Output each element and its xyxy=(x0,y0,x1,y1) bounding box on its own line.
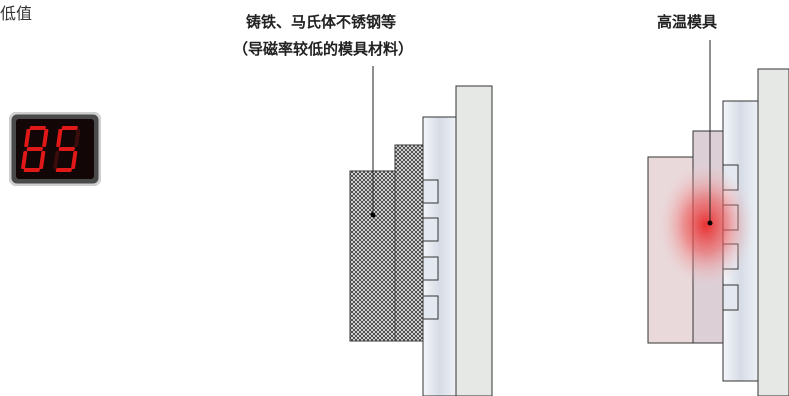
segment-d xyxy=(23,168,40,172)
right-diagram-caption: 高温模具 xyxy=(657,13,718,31)
right-machine-platen xyxy=(757,68,789,396)
segment-a xyxy=(29,126,46,130)
coil-block xyxy=(422,256,439,281)
segment-e xyxy=(53,151,60,169)
segment-e xyxy=(21,151,28,169)
right-diagram xyxy=(647,40,789,396)
segment-c xyxy=(71,151,78,169)
segment-b xyxy=(42,129,49,147)
low-value-label: 低值 xyxy=(0,4,33,23)
segment-f xyxy=(56,129,63,147)
segment-a xyxy=(61,126,78,130)
segment-f xyxy=(24,129,31,147)
digit-five xyxy=(53,126,81,172)
segment-g xyxy=(26,147,43,151)
coil-block xyxy=(722,284,739,311)
coil-block xyxy=(422,217,439,242)
left-machine-platen xyxy=(455,85,493,396)
digit-eight xyxy=(21,126,49,172)
left-diagram-caption-line2: （导磁率较低的模具材料） xyxy=(233,40,414,58)
left-coil-blocks xyxy=(422,179,439,320)
heat-glow xyxy=(658,163,754,287)
coil-block xyxy=(422,295,439,320)
left-diagram-caption-line1: 铸铁、马氏体不锈钢等 xyxy=(246,13,397,31)
seven-segment-display xyxy=(9,112,101,186)
segment-b xyxy=(74,129,81,147)
left-mold-plate-inner xyxy=(394,144,424,342)
segment-c xyxy=(39,151,46,169)
left-diagram xyxy=(349,66,493,396)
segment-d xyxy=(55,168,72,172)
right-leader-dot xyxy=(707,220,713,226)
coil-block xyxy=(422,179,439,204)
left-leader-dot xyxy=(370,212,376,218)
segment-g xyxy=(58,147,75,151)
